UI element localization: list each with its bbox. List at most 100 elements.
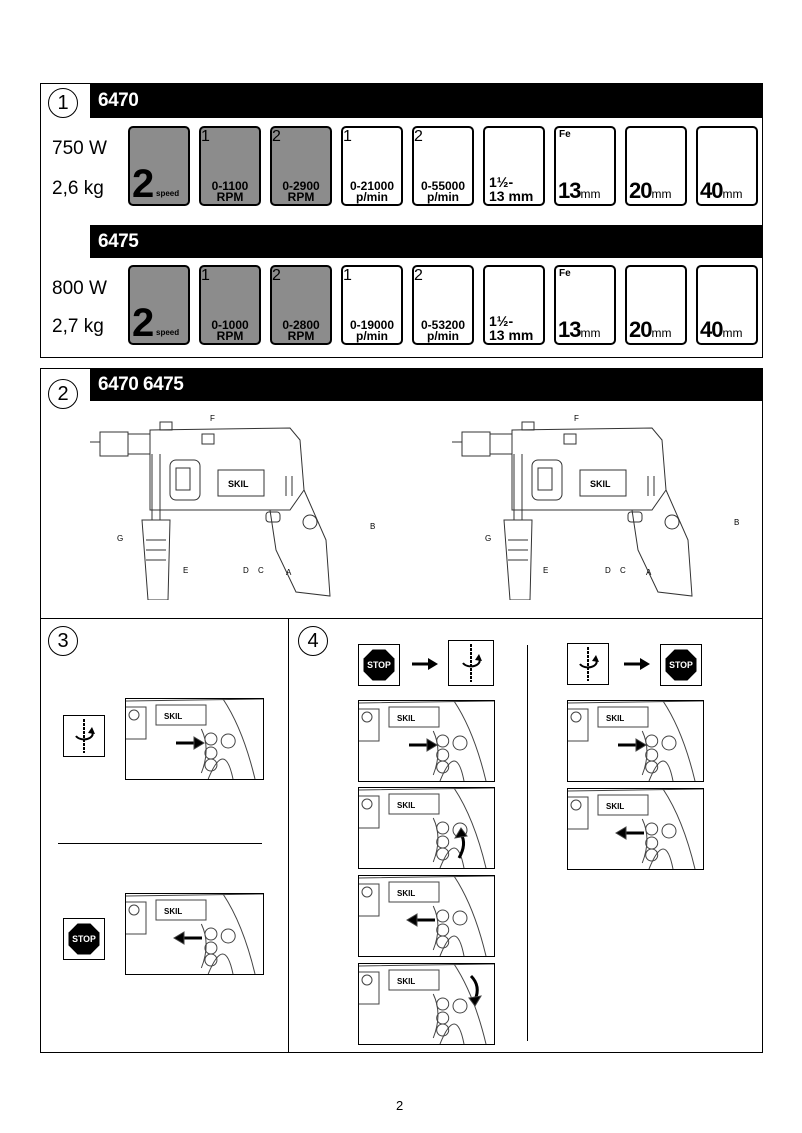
section-number: 3: [48, 626, 78, 656]
spec-icon-wood: 40mm: [696, 265, 758, 345]
rate-unit: p/min: [356, 329, 388, 343]
capacity-unit: mm: [580, 326, 601, 340]
arrow-right-icon: [412, 657, 438, 675]
svg-text:1: 1: [201, 128, 210, 145]
svg-text:1: 1: [343, 128, 352, 145]
stop-text: STOP: [669, 660, 693, 670]
spec-icon-chuck: 1½-13 mm: [483, 265, 545, 345]
capacity-label: 13mm: [558, 178, 600, 204]
svg-text:SKIL: SKIL: [397, 801, 415, 810]
section-3-4-container: [40, 618, 763, 1053]
svg-text:SKIL: SKIL: [590, 479, 611, 489]
rate-value: 0-2900: [282, 179, 320, 193]
page-number: 2: [396, 1098, 404, 1113]
drill-illustration-6475: SKIL: [452, 420, 732, 601]
part-label-g: G: [117, 534, 124, 543]
svg-text:1: 1: [343, 267, 352, 284]
section-number: 1: [48, 88, 78, 118]
svg-text:2: 2: [414, 267, 423, 284]
stop-text: STOP: [72, 934, 96, 944]
rate-value: 0-1100: [211, 179, 249, 193]
weight-spec: 2,6 kg: [52, 178, 104, 199]
power-spec: 750 W: [52, 138, 107, 159]
rate-unit: RPM: [287, 190, 315, 204]
power-spec: 800 W: [52, 278, 107, 299]
stop-icon: STOP: [63, 918, 105, 960]
spec-icon-masonry: 20mm: [625, 126, 687, 206]
svg-text:SKIL: SKIL: [397, 714, 415, 723]
model-title-bar: 6475: [90, 225, 763, 258]
svg-text:2: 2: [414, 128, 423, 145]
part-label-c: C: [258, 566, 264, 575]
part-label-c: C: [620, 566, 626, 575]
rate-value: 0-2800: [282, 318, 320, 332]
spec-icon-masonry: 20mm: [625, 265, 687, 345]
rate-value: 0-53200: [420, 318, 466, 332]
chuck-range: 1½-13 mm: [489, 175, 543, 203]
switch-on-photo: SKIL: [125, 698, 264, 780]
lock-off-step-1-photo: SKIL: [567, 700, 704, 782]
part-label-d: D: [605, 566, 611, 575]
part-label-d: D: [243, 566, 249, 575]
part-label-f: F: [574, 414, 579, 423]
chuck-range: 1½-13 mm: [489, 314, 543, 342]
capacity-unit: mm: [580, 187, 601, 201]
svg-text:SKIL: SKIL: [606, 802, 624, 811]
capacity-label: 13mm: [558, 317, 600, 343]
part-label-e: E: [543, 566, 549, 575]
lock-on-step-3-photo: SKIL: [358, 875, 495, 957]
weight-spec: 2,7 kg: [52, 316, 104, 337]
capacity-unit: mm: [722, 187, 743, 201]
arrow-right-icon: [624, 657, 650, 675]
spec-icon-wood: 40mm: [696, 126, 758, 206]
model-title-bar: 6470: [90, 83, 763, 118]
svg-text:SKIL: SKIL: [228, 479, 249, 489]
part-label-b: B: [734, 518, 740, 527]
column-divider: [527, 645, 528, 1041]
capacity-value: 13: [558, 178, 582, 203]
spec-icon-chuck: 1½-13 mm: [483, 126, 545, 206]
drill-illustration-6470: SKIL: [90, 420, 370, 601]
drill-rotation-icon: [63, 715, 105, 757]
part-label-e: E: [183, 566, 189, 575]
chuck-min: 1½-: [489, 313, 514, 329]
drill-rotation-icon: [448, 640, 494, 686]
rate-unit: p/min: [427, 190, 459, 204]
part-label-b: B: [370, 522, 376, 531]
svg-text:SKIL: SKIL: [606, 714, 624, 723]
rate-value: 0-19000: [349, 318, 395, 332]
svg-text:SKIL: SKIL: [397, 977, 415, 986]
speed-label: speed: [156, 328, 180, 337]
drill-rotation-icon: [567, 643, 609, 685]
svg-text:SKIL: SKIL: [164, 712, 182, 721]
material-tag: Fe: [559, 268, 571, 279]
section-divider: [288, 618, 289, 1053]
rate-value: 0-1000: [211, 318, 249, 332]
part-label-g: G: [485, 534, 492, 543]
chuck-min: 1½-: [489, 174, 514, 190]
rate-value: 0-55000: [420, 179, 466, 193]
part-label-f: F: [210, 414, 215, 423]
separator-line: [58, 843, 262, 844]
speed-count: 2: [132, 301, 154, 345]
speed-count: 2: [132, 162, 154, 206]
speed-label: speed: [156, 189, 180, 198]
svg-text:2: 2: [272, 267, 281, 284]
